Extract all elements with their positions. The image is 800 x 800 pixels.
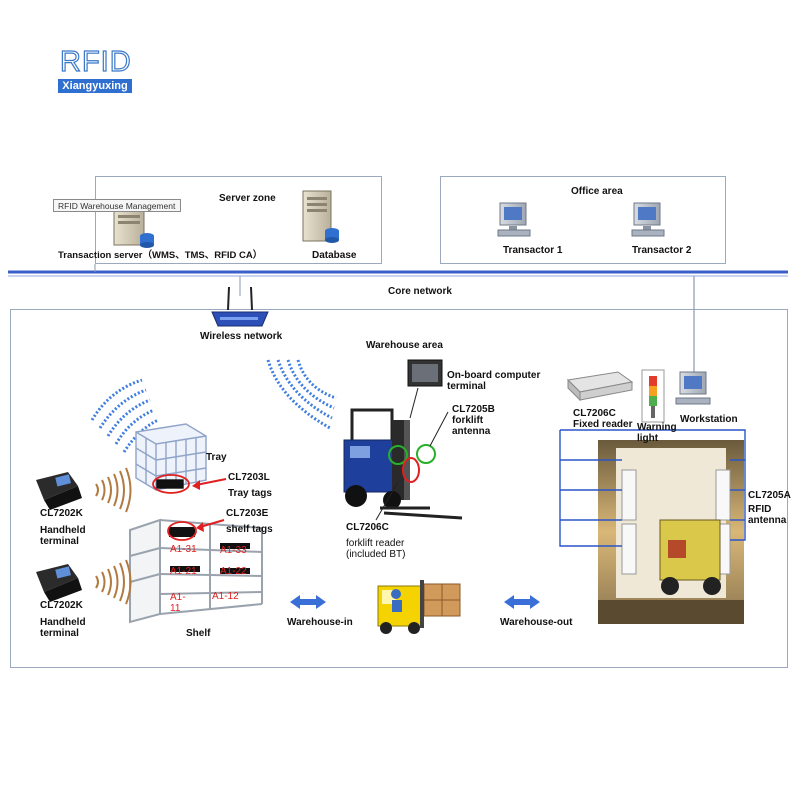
database-label: Database (312, 250, 357, 261)
forklift-reader-desc: forklift reader (included BT) (346, 538, 406, 560)
workstation-icon (675, 371, 711, 405)
handheld-terminal-2-icon (36, 564, 82, 602)
shelf-label-a1-11: A1-11 (170, 592, 186, 614)
wireless-network-label: Wireless network (200, 331, 283, 342)
warehouse-in-arrow (290, 595, 326, 609)
tray-tag-arrow (192, 478, 227, 490)
shelf-tag-model: CL7203E (226, 508, 269, 519)
handheld1-desc: Handheld terminal (40, 525, 86, 547)
forklift-antenna-label: CL7205B forklift antenna (452, 404, 495, 437)
forklift-reader-model: CL7206C (346, 522, 389, 533)
wifi-signal-center-icon (266, 359, 337, 430)
handheld2-model: CL7202K (40, 600, 83, 611)
antenna-cables (559, 429, 746, 547)
shelf-label-a1-22: A1-22 (220, 566, 247, 577)
tray-icon (135, 423, 207, 494)
office-area-box (440, 176, 726, 264)
warehouse-out-arrow (504, 595, 540, 609)
warehouse-area-box (10, 309, 788, 668)
shelf-label-a1-33: A1-33 (220, 545, 247, 556)
handheld-signal-2-icon (95, 559, 132, 605)
warehouse-in-forklift-icon (377, 580, 461, 634)
fixed-reader-icon (566, 371, 634, 402)
warehouse-in-label: Warehouse-in (287, 617, 353, 628)
rfid-antenna-desc: RFID antenna (748, 504, 787, 526)
tray-tags-label: Tray tags (228, 488, 272, 499)
server-zone-title: Server zone (219, 193, 276, 204)
shelf-label: Shelf (186, 628, 211, 639)
logo-subtext: Xiangyuxing (58, 79, 132, 93)
transactor1-computer-icon (497, 202, 531, 237)
dock-door-photo (598, 440, 744, 624)
core-network-label: Core network (388, 286, 452, 297)
company-logo: RFID Xiangyuxing (58, 45, 132, 96)
server-zone-box (95, 176, 382, 264)
logo-text: RFID (59, 45, 132, 78)
warning-light-icon (641, 369, 665, 423)
transactor2-label: Transactor 2 (632, 245, 692, 256)
transactor2-computer-icon (631, 202, 665, 237)
handheld1-model: CL7202K (40, 508, 83, 519)
transaction-server-label: Transaction server（WMS、TMS、RFID CA） (58, 250, 263, 261)
tray-tag-model: CL7203L (228, 472, 270, 483)
onboard-computer-icon (407, 359, 443, 387)
handheld-terminal-1-icon (36, 472, 82, 510)
fixed-reader-desc: Fixed reader (573, 419, 633, 430)
rfid-antenna-model: CL7205A (748, 490, 791, 501)
app-window-tab[interactable]: RFID Warehouse Management (53, 199, 181, 212)
shelf-label-a1-31: A1-31 (170, 544, 197, 555)
fixed-reader-model: CL7206C (573, 408, 616, 419)
warning-light-label: Warning light (637, 422, 677, 444)
shelf-tag-arrow (196, 519, 225, 532)
tray-label: Tray (206, 452, 227, 463)
forklift-icon (343, 387, 463, 521)
shelf-label-a1-21: A1-21 (170, 566, 197, 577)
office-area-title: Office area (571, 186, 623, 197)
handheld-signal-1-icon (95, 467, 132, 513)
workstation-label: Workstation (680, 414, 738, 425)
shelf-tags-label: shelf tags (226, 524, 273, 535)
warehouse-area-title: Warehouse area (366, 340, 443, 351)
wireless-router-icon (211, 286, 269, 327)
shelf-icon (129, 518, 263, 624)
database-icon (302, 190, 339, 243)
transactor1-label: Transactor 1 (503, 245, 563, 256)
onboard-computer-label: On-board computer terminal (447, 370, 541, 392)
handheld2-desc: Handheld terminal (40, 617, 86, 639)
shelf-label-a1-12: A1-12 (212, 591, 239, 602)
warehouse-out-label: Warehouse-out (500, 617, 573, 628)
